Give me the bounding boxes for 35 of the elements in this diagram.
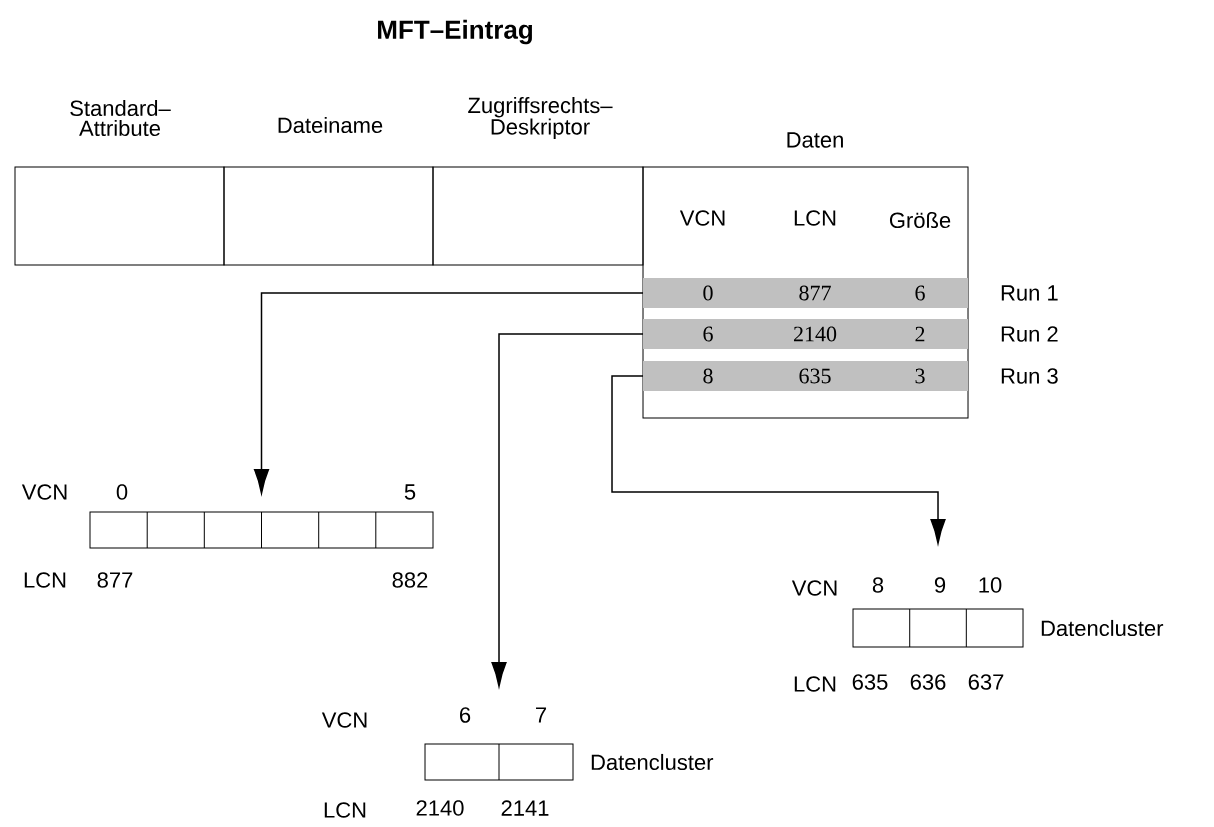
- table-cell: Dateiname: [223, 116, 434, 266]
- axis-label: LCN: [24, 572, 66, 588]
- run-label: Run 3: [1001, 368, 1058, 384]
- axis-label: LCN: [794, 676, 836, 692]
- cluster-strip: [852, 608, 1024, 648]
- table-cell: Standard– Attribute: [14, 99, 225, 266]
- axis-label: VCN: [791, 580, 837, 596]
- cluster-strip: [424, 743, 574, 781]
- axis-label: 877: [97, 572, 133, 588]
- run-row: 0 877 6: [643, 278, 968, 308]
- axis-label: 636: [910, 674, 946, 690]
- axis-label: 2140: [416, 800, 464, 816]
- node-label: Zugriffsrechts– Deskriptor: [468, 96, 613, 140]
- axis-label: 6: [460, 707, 471, 723]
- run-row: 8 635 3: [643, 361, 968, 391]
- cluster-strip: [89, 511, 434, 549]
- axis-label: 882: [392, 572, 428, 588]
- axis-label: 637: [968, 674, 1004, 690]
- axis-label: 635: [852, 674, 888, 690]
- run-label: Run 1: [1001, 285, 1058, 301]
- run-row: 6 2140 2: [643, 319, 968, 349]
- axis-label: 7: [536, 707, 547, 723]
- node-label: Dateiname: [278, 116, 383, 134]
- axis-label: LCN: [324, 802, 366, 818]
- title: MFT–Eintrag: [378, 19, 532, 45]
- axis-label: VCN: [321, 712, 367, 728]
- node-label: Standard– Attribute: [70, 99, 171, 137]
- strip-label: Datencluster: [1041, 619, 1164, 637]
- axis-label: VCN: [21, 484, 67, 500]
- axis-label: 2141: [501, 800, 549, 816]
- table-cell: Zugriffsrechts– Deskriptor: [432, 97, 644, 266]
- run-label: Run 2: [1001, 326, 1058, 342]
- node-label: Daten: [787, 132, 843, 148]
- arrow: [611, 375, 946, 544]
- strip-label: Datencluster: [591, 753, 714, 771]
